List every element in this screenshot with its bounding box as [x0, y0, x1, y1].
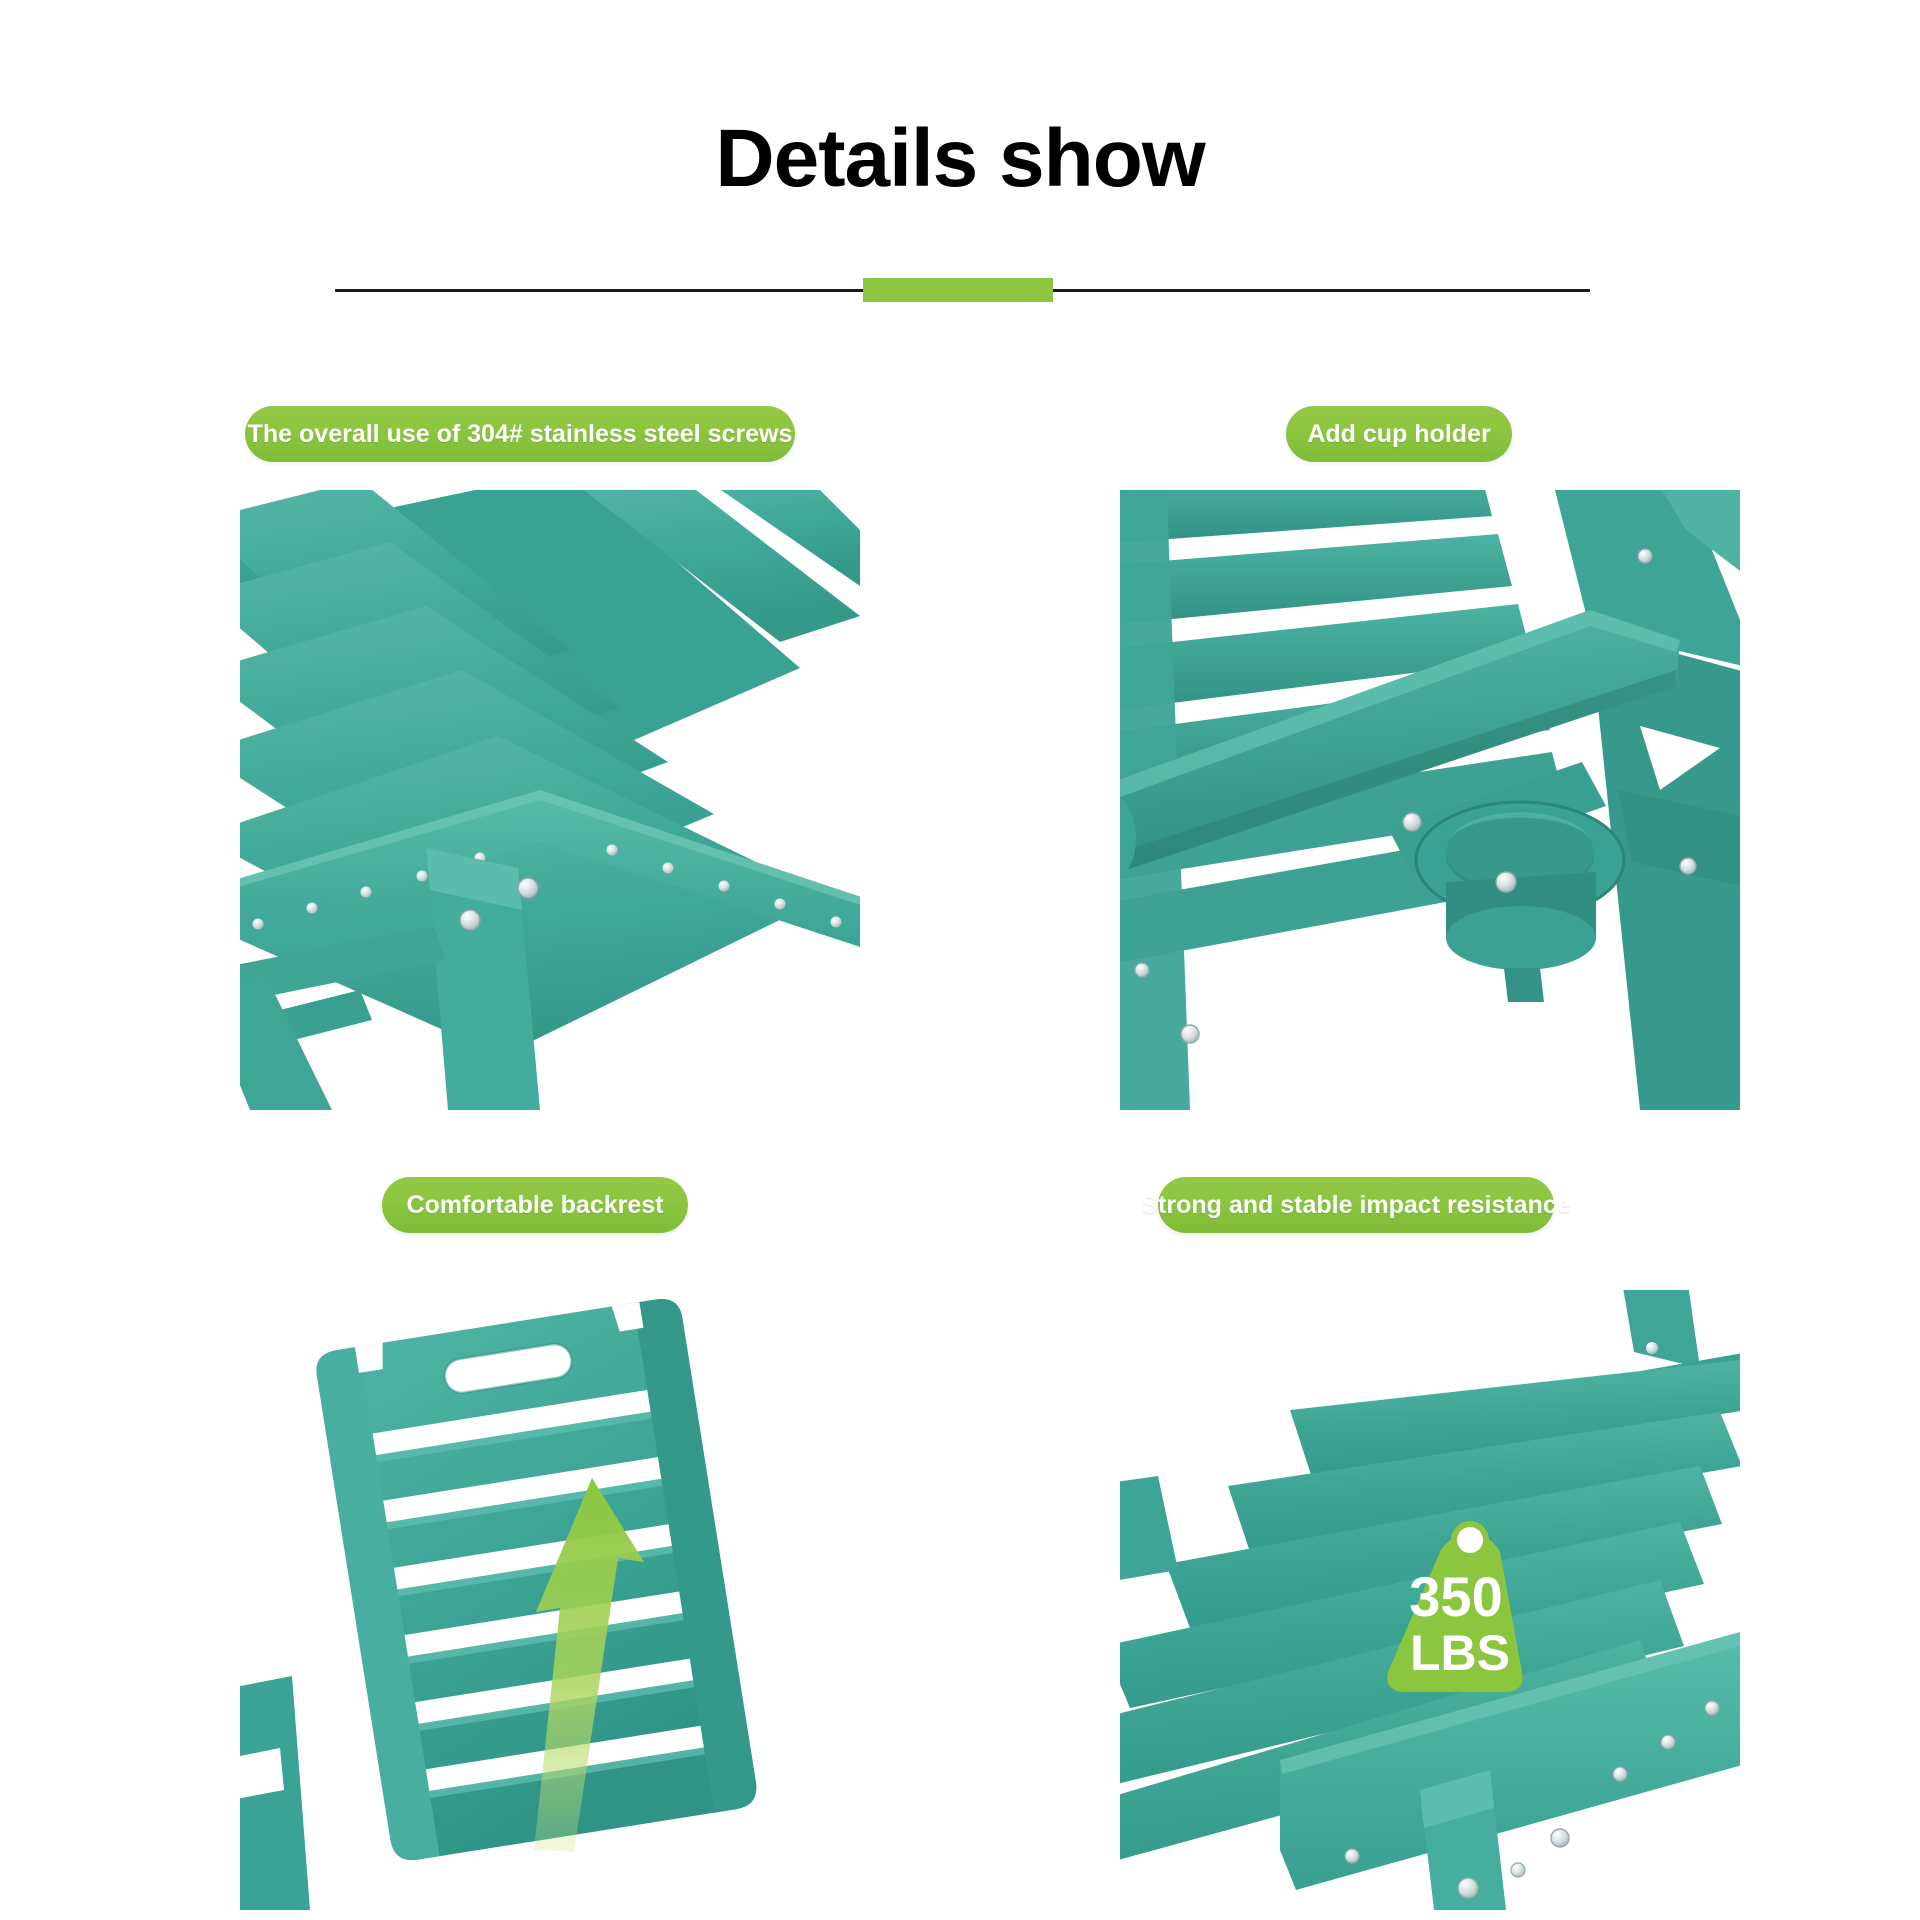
page-title: Details show	[715, 113, 1205, 204]
upward-arrow-icon	[534, 1478, 644, 1852]
feature-photo-comfortable-backrest	[240, 1290, 860, 1910]
screw-heads	[1344, 1700, 1720, 1899]
feature-photo-stainless-screws	[240, 490, 860, 1110]
feature-label-impact-resistance: Strong and stable impact resistance	[1141, 1177, 1571, 1233]
feature-photo-cup-holder	[1120, 490, 1740, 1110]
feature-label-stainless-screws: The overall use of 304# stainless steel …	[245, 406, 795, 462]
feature-photo-impact-resistance: 350 LBS	[1120, 1290, 1740, 1910]
weight-badge-unit: LBS	[1410, 1625, 1510, 1681]
feature-label-comfortable-backrest: Comfortable backrest	[382, 1177, 688, 1233]
title-divider	[335, 278, 1590, 302]
feature-label-cup-holder: Add cup holder	[1286, 406, 1512, 462]
screw-heads	[1134, 548, 1697, 1044]
divider-accent-bar	[863, 278, 1053, 302]
weight-capacity-badge: 350 LBS	[1387, 1521, 1523, 1692]
weight-badge-value: 350	[1409, 1565, 1502, 1628]
cup-holder	[1388, 762, 1626, 1002]
